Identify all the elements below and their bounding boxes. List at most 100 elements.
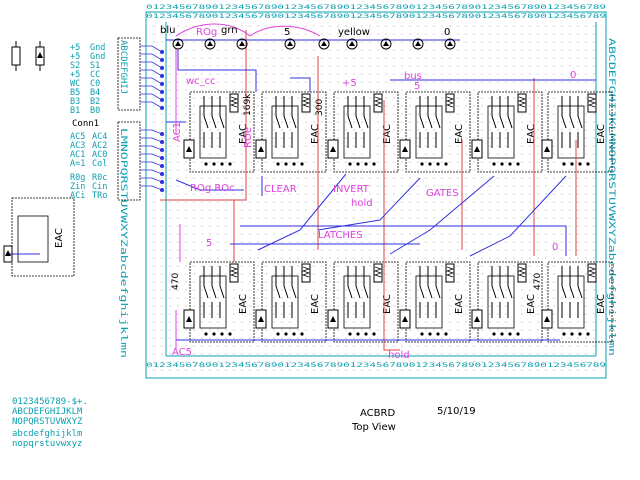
pin-a-6: B3 <box>70 97 80 107</box>
ribbon-wire <box>140 153 163 159</box>
ribbon-wire <box>140 77 163 85</box>
conn-a-0: AC5 <box>70 132 85 142</box>
ribbon-wire <box>140 61 163 69</box>
eac-diode-triangle <box>402 146 408 152</box>
eac-pad <box>292 332 296 336</box>
ribbon-wire <box>140 69 163 77</box>
eac-resistor-zigzag <box>229 266 239 278</box>
label-res300: 300 <box>315 99 325 116</box>
blue-wire-6 <box>389 175 495 255</box>
label-bus: bus <box>404 71 422 82</box>
eac-module: EAC <box>327 261 399 343</box>
eac-resistor-zigzag <box>587 266 597 278</box>
label-latches: LATCHES <box>318 230 363 241</box>
eac-label: EAC <box>310 124 321 144</box>
red-wire-1 <box>160 30 247 201</box>
pin-b-6: B2 <box>90 97 100 107</box>
pin-a-7: B1 <box>70 106 80 116</box>
pin-b-5: B4 <box>90 88 100 98</box>
led-icon <box>318 38 330 50</box>
led-triangle <box>287 41 293 46</box>
ribbon-wire <box>140 93 163 101</box>
conn-b-5: R0c <box>92 173 107 183</box>
board-outline <box>145 11 607 379</box>
eac-resistor-zigzag <box>373 266 383 278</box>
eac-label: EAC <box>454 124 465 144</box>
eac-pad <box>508 332 512 336</box>
ribbon-pad <box>160 180 164 184</box>
eac-module-outline <box>333 261 399 343</box>
conn-a-2: AC1 <box>70 150 85 160</box>
label-zero-bus: 0 <box>570 70 576 81</box>
eac-label: EAC <box>238 294 249 314</box>
eac-module: EAC <box>541 91 613 173</box>
conn-a-5: R0g <box>70 173 85 183</box>
eac-pad <box>420 332 424 336</box>
eac-module-outline <box>261 261 327 343</box>
label-res169k: 169k <box>243 93 253 116</box>
label-gates: GATES <box>426 188 459 199</box>
blue-wire-4 <box>257 173 347 251</box>
eac-contact-arm <box>363 285 369 299</box>
connector-conn1 <box>117 121 141 201</box>
eac-contact-arm <box>203 115 209 129</box>
eac-pad <box>212 162 216 166</box>
label-zero-mid: 0 <box>552 242 558 253</box>
red-wires <box>160 30 577 351</box>
eac-pad <box>372 162 376 166</box>
footer-view: Top View <box>351 422 396 433</box>
eac-contact-arm <box>491 285 497 299</box>
ribbon-wire <box>140 101 163 109</box>
eac-contact-arm <box>507 115 513 129</box>
conn-b-0: AC4 <box>92 132 107 142</box>
eac-relay-body <box>487 275 515 329</box>
ribbon-pad <box>160 140 164 144</box>
led-icon <box>346 38 358 50</box>
eac-pad <box>292 162 296 166</box>
eac-pad <box>204 162 208 166</box>
red-wire-3 <box>383 100 400 351</box>
eac-contact-arm <box>419 285 425 299</box>
eac-module: EAC <box>399 91 471 173</box>
eac-contact-arm <box>355 285 361 299</box>
eac-pad <box>372 332 376 336</box>
led-icon <box>284 38 296 50</box>
conn1-pin-labels: AC5 AC4 AC3 AC2 AC1 AC0 A=1 Col R0g R0c … <box>70 132 107 201</box>
legend-module-relay <box>17 215 49 263</box>
ribbon-wire <box>140 53 163 61</box>
eac-pad <box>444 162 448 166</box>
board-labels: blu ROg grn 5 yellow 0 wc_cc +5 bus 5 0 … <box>160 25 576 361</box>
eac-module: EAC <box>471 261 543 343</box>
eac-pad <box>356 162 360 166</box>
led-triangle <box>239 41 245 46</box>
pin-b-7: B0 <box>90 106 100 116</box>
eac-pad <box>570 332 574 336</box>
led-triangle <box>415 41 421 46</box>
bottom-ruler: 0123456789012345678901234567890123456789… <box>146 361 606 369</box>
ribbon-pads <box>160 50 164 192</box>
left-letters-lower: LMNOPQRSTUVWXYZabcdefghijklmn <box>118 128 128 358</box>
eac-contact-arm <box>577 285 583 299</box>
eac-contact-arm <box>569 285 575 299</box>
left-pin-labels: +5 Gnd +5 Gnd S2 S1 +5 CC WC C0 B5 B4 B3… <box>70 43 105 116</box>
blue-wire-5 <box>317 177 421 231</box>
eac-contact-arm <box>291 115 297 129</box>
eac-module: EAC <box>183 91 255 173</box>
eac-relay-body <box>271 105 299 159</box>
footer-date: 5/10/19 <box>437 406 476 417</box>
eac-resistor-zigzag <box>373 96 383 108</box>
led-triangle <box>349 41 355 46</box>
eac-contact-arm <box>419 115 425 129</box>
ribbon-pad <box>160 50 164 54</box>
label-clear: CLEAR <box>264 184 297 195</box>
blue-wire-2 <box>290 77 311 92</box>
eac-pad <box>562 162 566 166</box>
magenta-wire-1 <box>175 23 251 37</box>
eac-contact-arm <box>275 285 281 299</box>
eac-diode-triangle <box>258 146 264 152</box>
eac-contact-arm <box>219 115 225 129</box>
eac-pad <box>220 162 224 166</box>
font-sample: 0123456789-$+. ABCDEFGHIJKLM NOPQRSTUVWX… <box>12 397 88 449</box>
right-letters: ABCDEFGHIJKLMNOPQRSTUVWXYZabcdefghijklmn <box>606 38 616 356</box>
led-icon <box>204 38 216 50</box>
